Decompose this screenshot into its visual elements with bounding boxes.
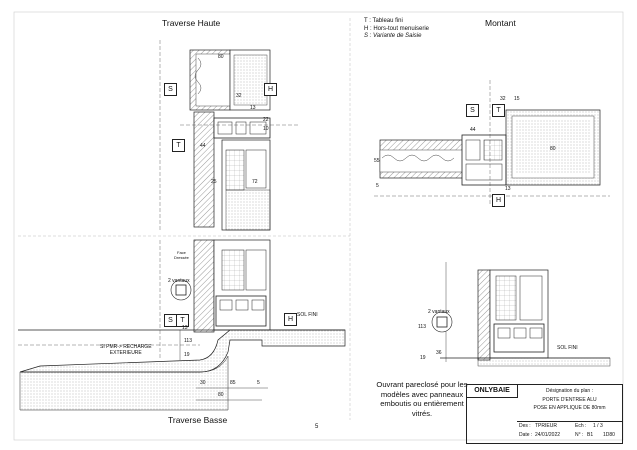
note-text: Ouvrant pareclosé pour les modèles avec … [376, 380, 468, 418]
dim-label: 85 [230, 380, 236, 386]
dim-label: 13 [505, 186, 511, 192]
dim-label: 72 [252, 179, 258, 185]
label-2-vantaux: 2 vantaux [428, 309, 450, 315]
dim-label: 113 [184, 338, 192, 344]
dim-label: 80 [218, 392, 224, 398]
dim-label: 15 [514, 96, 520, 102]
label-sol-fini: SOL FINI [297, 312, 318, 318]
marker-t: T [176, 314, 189, 327]
dim-label: 13 [182, 325, 188, 331]
legend-item: T : Tableau fini [364, 18, 403, 24]
designation-line1: PORTE D'ENTREE ALU [542, 397, 597, 403]
montant-section [374, 80, 610, 205]
date-value: 24/01/2022 [535, 432, 561, 438]
no-label: N° : [575, 432, 584, 438]
dim-label: 55 [374, 158, 380, 164]
brand-logo: ONLYBAIE [467, 385, 518, 398]
designation-label: Désignation du plan : [546, 388, 593, 394]
no-value: B1 [587, 432, 594, 438]
marker-h: H [264, 83, 277, 96]
dim-label: 25 [211, 179, 217, 185]
dim-label: 30 [200, 380, 206, 386]
traverse-basse-section [18, 239, 346, 411]
label-2-vantaux: 2 vantaux [168, 278, 190, 284]
legend-item: S : Variante de Saisie [364, 33, 422, 39]
dim-label: 113 [418, 324, 426, 330]
dim-label: 32 [500, 96, 506, 102]
ref-value: 1D80 [603, 432, 615, 438]
marker-t: T [172, 139, 185, 152]
dim-label: 80 [218, 54, 224, 60]
des-label: Des : [519, 423, 531, 429]
dim-label: 22 [263, 117, 269, 123]
date-label: Date : [519, 432, 533, 438]
dim-label: 13 [250, 105, 256, 111]
traverse-haute-section [159, 40, 300, 231]
designation-line2: POSE EN APPLIQUE DE 80mm [533, 405, 606, 411]
legend-item: H : Hors-tout menuiserie [364, 25, 430, 32]
title-block: ONLYBAIE Désignation du plan : PORTE D'E… [466, 384, 623, 444]
title-traverse-haute: Traverse Haute [162, 18, 221, 28]
label-face-dressee: Face Dressée [174, 250, 189, 260]
dim-label: 10 [263, 126, 269, 132]
designation-cell: Désignation du plan : PORTE D'ENTREE ALU… [517, 385, 622, 422]
des-value: TPRIEUR [535, 423, 557, 429]
title-traverse-basse: Traverse Basse [168, 415, 228, 425]
dim-label: 44 [200, 143, 206, 149]
dim-label: 80 [550, 146, 556, 152]
marker-s: S [164, 83, 177, 96]
marker-s: S [466, 104, 479, 117]
ech-value: 1 / 3 [593, 423, 603, 429]
dim-label: 44 [470, 127, 476, 133]
dim-label: 19 [420, 355, 426, 361]
ech-label: Ech : [575, 423, 587, 429]
legend: T : Tableau fini H : Hors-tout menuiseri… [364, 18, 429, 41]
label-pmr: SI PMR-> RECHARGE EXTERIEURE [100, 344, 152, 356]
dim-label: 32 [236, 93, 242, 99]
dim-label: 5 [376, 183, 379, 189]
right-bottom-detail [440, 262, 611, 367]
marker-t: T [492, 104, 505, 117]
marker-h: H [492, 194, 505, 207]
dim-label: 36 [436, 350, 442, 356]
title-montant: Montant [485, 18, 516, 28]
dim-label: 19 [184, 352, 190, 358]
dim-label: 5 [257, 380, 260, 386]
page-number: 5 [315, 424, 319, 430]
label-sol-fini: SOL FINI [557, 345, 578, 351]
marker-h: H [284, 313, 297, 326]
